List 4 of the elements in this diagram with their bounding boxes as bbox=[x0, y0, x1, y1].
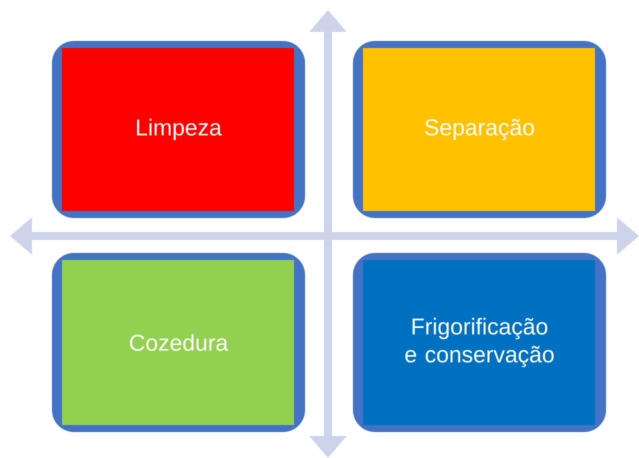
process-box: Cozedura bbox=[52, 252, 306, 432]
process-box: Separação bbox=[352, 40, 606, 218]
process-box: Limpeza bbox=[52, 40, 306, 218]
process-box: Frigorificação e conservação bbox=[352, 252, 606, 432]
